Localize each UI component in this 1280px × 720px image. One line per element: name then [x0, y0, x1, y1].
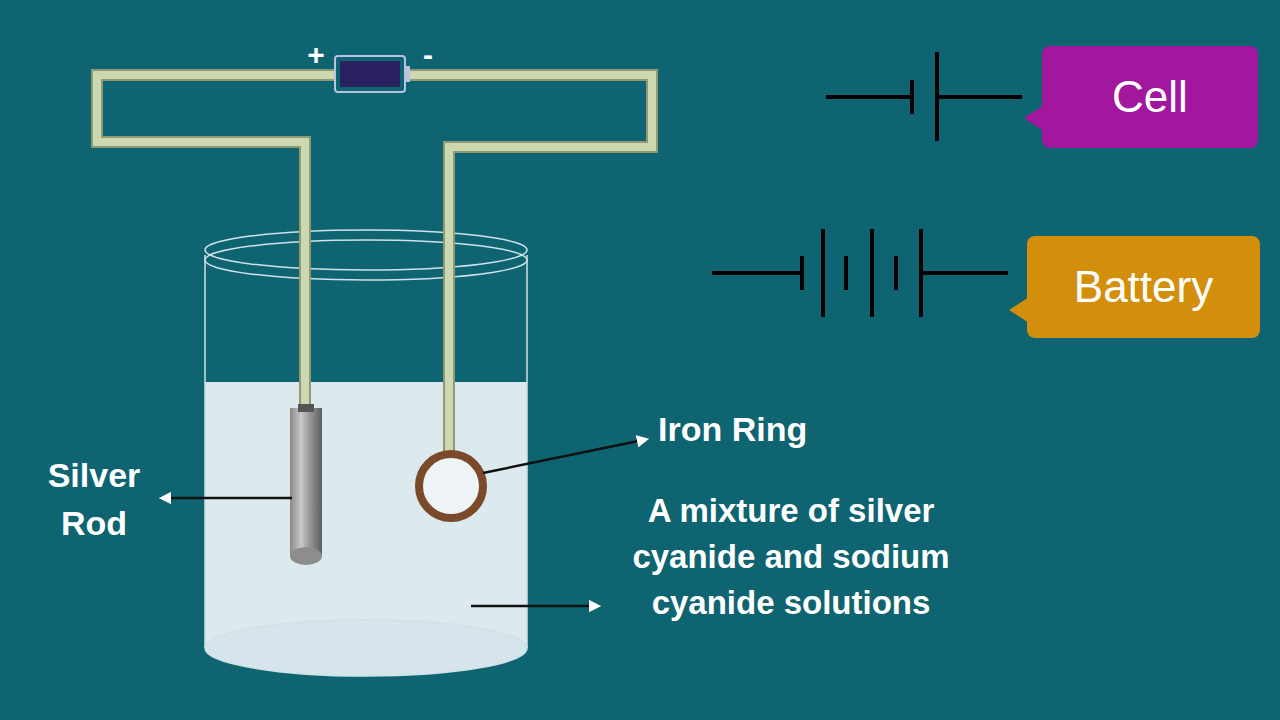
callout-box: Cell: [1042, 46, 1258, 148]
part-label: A mixture of silver cyanide and sodium c…: [606, 488, 976, 627]
battery-symbol: [335, 56, 410, 92]
electrolyte-solution: [205, 382, 527, 676]
part-label: Iron Ring: [658, 406, 878, 454]
polarity-sign: -: [418, 34, 438, 76]
iron-ring: [419, 454, 483, 518]
polarity-sign: +: [304, 34, 328, 76]
beaker-bottom: [205, 620, 527, 676]
silver-rod: [290, 404, 322, 565]
part-label: Silver Rod: [20, 452, 168, 547]
callout-pointer: [1022, 103, 1046, 133]
beaker-walls: [205, 255, 527, 648]
callout-box: Battery: [1027, 236, 1260, 338]
beaker: [205, 230, 527, 280]
callout-pointer: [1007, 295, 1031, 325]
battery-schematic-symbol: [712, 229, 1008, 317]
circuit-wire: [97, 75, 652, 456]
cell-symbol: [826, 52, 1022, 141]
callout-text: Cell: [1112, 72, 1188, 122]
leader-arrow: [160, 439, 648, 606]
callout-text: Battery: [1074, 262, 1213, 312]
